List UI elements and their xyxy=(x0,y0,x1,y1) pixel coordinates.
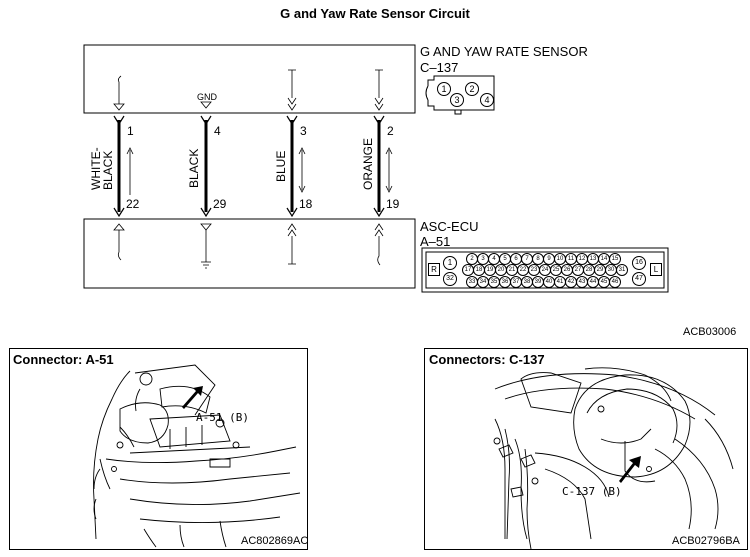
wire-2-ecu-pin: 29 xyxy=(213,197,227,211)
panel-a51-title: Connector: A-51 xyxy=(13,352,114,367)
wire-1-sensor-pin: 1 xyxy=(127,124,134,138)
wire-3-ecu-pin: 18 xyxy=(299,197,313,211)
ecu-pin-side-right-1: 16 xyxy=(632,256,646,270)
sensor-pin-2: 2 xyxy=(465,82,479,96)
direction-arrows xyxy=(126,147,393,195)
sensor-connector-drawing xyxy=(425,75,495,115)
panel-c137-title: Connectors: C-137 xyxy=(429,352,545,367)
ecu-pin: 43 xyxy=(576,276,588,288)
dashboard-illustration xyxy=(493,367,734,549)
ecu-pin: 31 xyxy=(616,264,628,276)
ecu-pin: 33 xyxy=(466,276,478,288)
wire-4-sensor-pin: 2 xyxy=(387,124,394,138)
ecu-connector-code: A–51 xyxy=(420,234,451,249)
connector-marks-bottom xyxy=(113,207,385,218)
c137-arrow xyxy=(619,456,641,483)
panel-connector-c137: Connectors: C-137 xyxy=(424,348,748,550)
ecu-pin: 22 xyxy=(517,264,529,276)
ecu-connector-drawing xyxy=(421,247,669,293)
ecu-name: ASC-ECU xyxy=(420,219,479,234)
wire-3-color: BLUE xyxy=(274,150,288,182)
sensor-box xyxy=(83,44,416,114)
sensor-connector-code: C–137 xyxy=(420,60,459,75)
circuit-diagram xyxy=(83,44,669,293)
wire-2-color: BLACK xyxy=(187,148,201,188)
ecu-pin: 8 xyxy=(532,253,544,265)
a51-arrow xyxy=(182,386,203,409)
ecu-pin: 46 xyxy=(609,276,621,288)
panel-a51-code: AC802869AC xyxy=(241,535,309,547)
ecu-pin: 29 xyxy=(594,264,606,276)
sensor-leads xyxy=(113,69,384,111)
ecu-pin: 15 xyxy=(609,253,621,265)
connector-marks-top xyxy=(113,115,385,126)
ecu-pin: 10 xyxy=(554,253,566,265)
ecu-pin: 25 xyxy=(550,264,562,276)
figure-code: ACB03006 xyxy=(683,326,737,338)
wire-1-ecu-pin: 22 xyxy=(126,197,140,211)
ecu-box xyxy=(83,218,416,289)
wire-1-color: WHITE- BLACK xyxy=(89,147,115,190)
ecu-pin-side-left-1: 1 xyxy=(443,256,457,270)
panel-connector-a51: Connector: A-51 A-51 (B xyxy=(9,348,308,550)
wire-2-sensor-pin: 4 xyxy=(214,124,221,138)
ecu-marker-right: L xyxy=(650,263,662,276)
sensor-pin-4: 4 xyxy=(480,93,494,107)
ecu-pin: 24 xyxy=(539,264,551,276)
ecu-pin: 27 xyxy=(572,264,584,276)
wire-4-ecu-pin: 19 xyxy=(386,197,400,211)
diagram-title: G and Yaw Rate Sensor Circuit xyxy=(280,6,470,21)
panel-a51-callout: A-51 (B) xyxy=(196,411,249,424)
ecu-pin: 20 xyxy=(495,264,507,276)
sensor-pin-1: 1 xyxy=(437,82,451,96)
wire-3-sensor-pin: 3 xyxy=(300,124,307,138)
ecu-pin: 17 xyxy=(462,264,474,276)
ecu-marker-left: R xyxy=(428,263,440,276)
panel-c137-callout: C-137 (B) xyxy=(562,485,622,498)
sensor-name: G AND YAW RATE SENSOR xyxy=(420,44,588,59)
sensor-pin-3: 3 xyxy=(450,93,464,107)
ecu-pin-side-left-2: 32 xyxy=(443,272,457,286)
ecu-leads xyxy=(113,223,384,269)
ecu-pin-side-right-2: 47 xyxy=(632,272,646,286)
ecu-pin: 3 xyxy=(477,253,489,265)
wire-lines xyxy=(117,120,381,212)
panel-c137-code: ACB02796BA xyxy=(672,535,740,547)
wire-4-color: ORANGE xyxy=(361,137,375,190)
gnd-label: GND xyxy=(197,92,217,102)
engine-bay-illustration xyxy=(93,364,301,548)
